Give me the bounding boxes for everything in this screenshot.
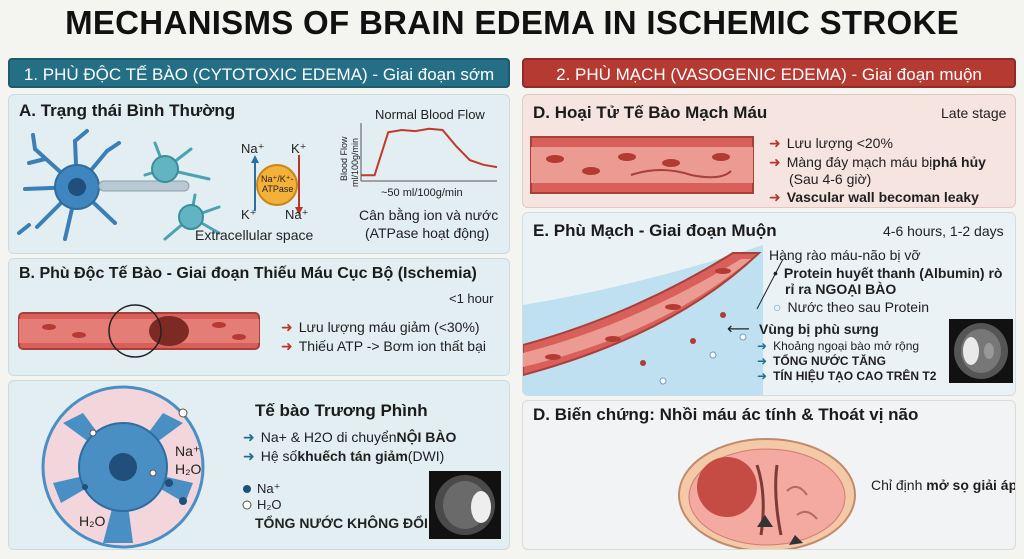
- balance-line-2: (ATPase hoạt động): [365, 225, 490, 241]
- arrow-right-icon: ➜: [769, 189, 781, 205]
- list-item: ➜Màng đáy mạch máu bị phá hủy: [769, 154, 986, 170]
- damaged-vessel: [530, 136, 754, 194]
- dwi-scan-image: [429, 471, 501, 539]
- list-item: •Protein huyết thanh (Albumin) rò: [773, 265, 1003, 281]
- cell-na-label: Na⁺: [175, 443, 201, 459]
- swollen-cell-illustration: [41, 385, 205, 549]
- list-item: ➜Khoảng ngoại bào mở rộng: [757, 339, 920, 353]
- k-top-label: K⁺: [291, 141, 307, 156]
- chart-title: Normal Blood Flow: [375, 107, 485, 122]
- legend-h2o: H₂O: [257, 497, 282, 512]
- occluded-vessel: [18, 304, 260, 358]
- blood-flow-chart: [360, 123, 498, 182]
- leader-line: [756, 258, 784, 310]
- list-item: ➜Lưu lượng máu giảm (<30%): [281, 319, 480, 335]
- list-item: ➜Hệ số khuếch tán giảm (DWI): [243, 448, 445, 464]
- chart-ylabel-1: Blood Flow: [339, 136, 349, 181]
- panel-a-title: A. Trạng thái Bình Thường: [19, 101, 236, 120]
- arrow-right-icon: ➜: [757, 354, 768, 368]
- panel-f-title: D. Biến chứng: Nhồi máu ác tính & Thoát …: [533, 405, 919, 424]
- list-item: ➜TÍN HIỆU TẠO CAO TRÊN T2: [757, 369, 937, 383]
- panel-b-bullets: ➜Lưu lượng máu giảm (<30%) ➜Thiếu ATP ->…: [281, 319, 486, 357]
- legend-dots: [242, 485, 252, 510]
- panel-e-bullets: •Protein huyết thanh (Albumin) rò rỉ ra …: [773, 265, 1002, 317]
- na-top-label: Na⁺: [241, 141, 265, 156]
- list-item: ➜Na+ & H2O di chuyển NỘI BÀO: [243, 429, 457, 445]
- panel-b-timing: <1 hour: [449, 291, 494, 306]
- t2-mri-image: [949, 319, 1013, 383]
- balance-line-1: Cân bằng ion và nước: [359, 207, 499, 223]
- vasogenic-header: 2. PHÙ MẠCH (VASOGENIC EDEMA) - Giai đoạ…: [522, 58, 1016, 88]
- bbb-broken: Hàng rào máu-não bị vỡ: [769, 247, 921, 263]
- arrow-right-icon: ➜: [281, 319, 293, 335]
- chart-xlabel: ~50 ml/100g/min: [381, 187, 463, 199]
- legend-na: Na⁺: [257, 481, 281, 496]
- panel-vasogenic-late: E. Phù Mạch - Giai đoạn Muộn 4-6 hours, …: [522, 212, 1016, 396]
- total-water-unchanged: TỔNG NƯỚC KHÔNG ĐỔI: [255, 515, 428, 531]
- leaky-vessel: [523, 245, 763, 395]
- arrow-right-icon: ➜: [757, 339, 768, 353]
- panel-ischemia: B. Phù Độc Tế Bào - Giai đoạn Thiếu Máu …: [8, 258, 510, 376]
- swollen-zone-bullets: ➜Khoảng ngoại bào mở rộng ➜TỔNG NƯỚC TĂN…: [757, 339, 936, 385]
- k-bottom-label: K⁺: [241, 207, 257, 222]
- list-item: ➜Vascular wall becoman leaky: [769, 189, 979, 205]
- panel-swollen-cell: Na⁺ H₂O H₂O Tế bào Trương Phình ➜Na+ & H…: [8, 380, 510, 550]
- panel-vascular-necrosis: D. Hoại Tử Tế Bào Mạch Máu Late stage ➜L…: [522, 94, 1016, 208]
- cytotoxic-header: 1. PHÙ ĐỘC TẾ BÀO (CYTOTOXIC EDEMA) - Gi…: [8, 58, 510, 88]
- na-k-pump-diagram: [251, 155, 303, 215]
- list-item-sub: (Sau 4-6 giờ): [789, 171, 872, 187]
- arrow-right-icon: ➜: [281, 338, 293, 354]
- panel-c-bullets: ➜Na+ & H2O di chuyển NỘI BÀO ➜Hệ số khuế…: [243, 429, 456, 467]
- bullet-circle-icon: ○: [773, 299, 782, 315]
- panel-c-title: Tế bào Trương Phình: [255, 401, 428, 420]
- panel-complications: D. Biến chứng: Nhồi máu ác tính & Thoát …: [522, 400, 1016, 550]
- panel-e-title: E. Phù Mạch - Giai đoạn Muộn: [533, 221, 777, 240]
- panel-normal-state: A. Trạng thái Bình Thường Extracellular …: [8, 94, 510, 254]
- extracellular-label: Extracellular space: [195, 227, 314, 243]
- list-item: ➜Lưu lượng <20%: [769, 135, 893, 151]
- blood-flow-line: [361, 127, 498, 177]
- na-bottom-label: Na⁺: [285, 207, 309, 222]
- list-item-sub: rỉ ra NGOẠI BÀO: [785, 281, 897, 297]
- pump-label-1: Na⁺/K⁺-: [261, 174, 294, 184]
- herniation-brain-illustration: [678, 438, 856, 549]
- arrow-right-icon: ➜: [769, 154, 781, 170]
- decompressive-indication: Chỉ định mở sọ giải áp: [871, 477, 1016, 493]
- neuron-illustration: [17, 129, 221, 241]
- arrow-right-icon: ➜: [243, 429, 255, 445]
- list-item: ➜Thiếu ATP -> Bơm ion thất bại: [281, 338, 486, 354]
- cell-h2o-label-2: H₂O: [79, 513, 106, 529]
- panel-d-bullets: ➜Lưu lượng <20% ➜Màng đáy mạch máu bị ph…: [769, 135, 986, 207]
- arrow-right-icon: ➜: [769, 135, 781, 151]
- panel-e-timing: 4-6 hours, 1-2 days: [883, 223, 1004, 239]
- bullet-dot-icon: •: [773, 265, 778, 281]
- list-item: ○Nước theo sau Protein: [773, 299, 929, 315]
- panel-b-title: B. Phù Độc Tế Bào - Giai đoạn Thiếu Máu …: [19, 265, 477, 282]
- panel-d-timing: Late stage: [941, 105, 1007, 121]
- arrow-left-icon: ⟵: [727, 321, 750, 338]
- panel-d-title: D. Hoại Tử Tế Bào Mạch Máu: [533, 103, 768, 122]
- main-title: MECHANISMS OF BRAIN EDEMA IN ISCHEMIC ST…: [65, 4, 959, 41]
- pump-label-2: ATPase: [262, 184, 294, 194]
- cell-h2o-label: H₂O: [175, 461, 202, 477]
- arrow-right-icon: ➜: [243, 448, 255, 464]
- arrow-right-icon: ➜: [757, 369, 768, 383]
- chart-ylabel-2: ml/100g/min: [350, 137, 360, 187]
- list-item: ➜TỔNG NƯỚC TĂNG: [757, 354, 886, 368]
- swollen-zone-label: Vùng bị phù sưng: [759, 321, 879, 337]
